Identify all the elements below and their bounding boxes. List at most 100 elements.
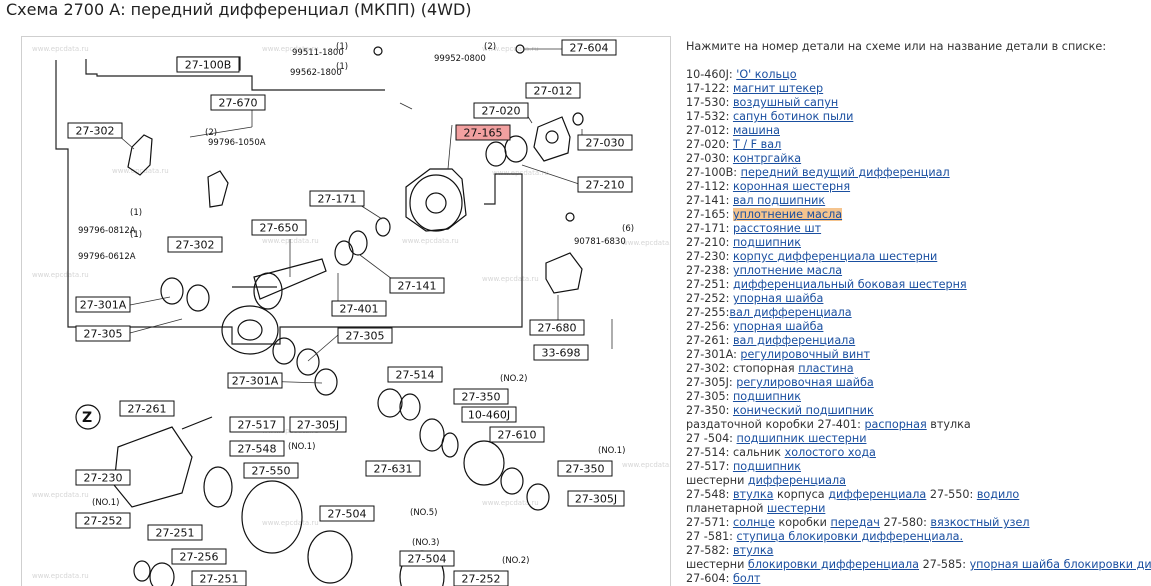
callout-box[interactable] <box>75 325 131 342</box>
callout-box[interactable] <box>453 570 509 586</box>
part-name-link[interactable]: шестерни <box>766 502 826 515</box>
callout-label[interactable]: 27-100B <box>185 59 232 72</box>
callout-27-548[interactable]: 27-548 <box>229 440 285 457</box>
callout-label[interactable]: 27-305 <box>84 328 123 341</box>
callout-10-460j[interactable]: 10-460J <box>461 406 517 423</box>
part-name-link[interactable]: уплотнение масла <box>732 208 843 221</box>
callout-27-550[interactable]: 27-550 <box>243 462 299 479</box>
callout-box[interactable] <box>229 440 285 457</box>
callout-label[interactable]: 27-230 <box>84 472 123 485</box>
part-name-link[interactable]: вал подшипник <box>732 194 826 207</box>
part-name-link[interactable]: солнце <box>732 516 775 529</box>
callout-box[interactable] <box>75 469 131 486</box>
callout-27-301a[interactable]: 27-301A <box>75 296 131 313</box>
callout-label[interactable]: 27-301A <box>232 375 279 388</box>
callout-27-012[interactable]: 27-012 <box>525 82 581 99</box>
callout-box[interactable] <box>489 426 545 443</box>
callout-27-517[interactable]: 27-517 <box>229 416 285 433</box>
callout-27-141[interactable]: 27-141 <box>389 277 445 294</box>
callout-box[interactable] <box>171 548 227 565</box>
callout-box[interactable] <box>243 462 299 479</box>
part-name-link[interactable]: контргайка <box>732 152 802 165</box>
part-name-link[interactable]: сапун ботинок пыли <box>732 110 854 123</box>
callout-27-401[interactable]: 27-401 <box>331 300 387 317</box>
part-name-link[interactable]: холостого хода <box>784 446 876 459</box>
callout-label[interactable]: 27-261 <box>128 403 167 416</box>
part-name-link[interactable]: болт <box>732 572 761 585</box>
callout-label[interactable]: 27-680 <box>538 322 577 335</box>
callout-27-252[interactable]: 27-252 <box>453 570 509 586</box>
callout-label[interactable]: 10-460J <box>468 409 510 422</box>
callout-box[interactable] <box>561 39 617 56</box>
callout-box[interactable] <box>251 219 307 236</box>
callout-box[interactable] <box>533 344 589 361</box>
callout-box[interactable] <box>176 56 240 73</box>
callout-label[interactable]: 27-251 <box>156 527 195 540</box>
callout-label[interactable]: 27-012 <box>534 85 573 98</box>
callout-box[interactable] <box>191 570 247 586</box>
callout-label[interactable]: 27-252 <box>462 573 501 586</box>
callout-label[interactable]: 27-514 <box>396 369 435 382</box>
callout-label[interactable]: 27-302 <box>176 239 215 252</box>
callout-label[interactable]: 27-251 <box>200 573 239 586</box>
part-name-link[interactable]: втулка <box>732 488 774 501</box>
callout-label[interactable]: 27-302 <box>76 125 115 138</box>
part-name-link[interactable]: регулировочная шайба <box>736 376 874 389</box>
callout-label[interactable]: 27-604 <box>570 42 609 55</box>
part-name-link[interactable]: подшипник <box>732 236 802 249</box>
callout-label[interactable]: 27-301A <box>80 299 127 312</box>
callout-box[interactable] <box>365 460 421 477</box>
callout-box[interactable] <box>331 300 387 317</box>
callout-27-020[interactable]: 27-020 <box>473 102 529 119</box>
callout-27-251[interactable]: 27-251 <box>191 570 247 586</box>
callout-box[interactable] <box>461 406 517 423</box>
part-name-link[interactable]: блокировки дифференциала <box>747 558 920 571</box>
callout-27-670[interactable]: 27-670 <box>210 94 266 111</box>
callout-27-256[interactable]: 27-256 <box>171 548 227 565</box>
callout-27-305j[interactable]: 27-305J <box>289 416 347 433</box>
part-name-link[interactable]: вязкостный узел <box>930 516 1030 529</box>
part-name-link[interactable]: ступица блокировки дифференциала. <box>736 530 964 543</box>
part-name-link[interactable]: передач <box>830 516 880 529</box>
part-name-link[interactable]: вал дифференциала <box>729 306 852 319</box>
part-name-link[interactable]: корпус дифференциала шестерни <box>732 250 938 263</box>
part-name-link[interactable]: подшипник <box>732 390 802 403</box>
callout-33-698[interactable]: 33-698 <box>533 344 589 361</box>
callout-box[interactable] <box>210 94 266 111</box>
callout-box[interactable] <box>529 319 585 336</box>
callout-27-230[interactable]: 27-230 <box>75 469 131 486</box>
callout-box[interactable] <box>75 512 131 529</box>
callout-27-350[interactable]: 27-350 <box>557 460 613 477</box>
callout-box[interactable] <box>453 388 509 405</box>
callout-label[interactable]: 27-650 <box>260 222 299 235</box>
callout-27-030[interactable]: 27-030 <box>577 134 633 151</box>
callout-box[interactable] <box>455 124 511 141</box>
part-name-link[interactable]: дифференциала <box>828 488 927 501</box>
part-name-link[interactable]: упорная шайба <box>732 292 824 305</box>
callout-label[interactable]: 27-350 <box>566 463 605 476</box>
part-name-link[interactable]: распорная <box>864 418 927 431</box>
callout-box[interactable] <box>167 236 223 253</box>
callout-label[interactable]: 27-020 <box>482 105 521 118</box>
callout-label[interactable]: 27-305 <box>346 330 385 343</box>
callout-box[interactable] <box>67 122 123 139</box>
callout-box[interactable] <box>337 327 393 344</box>
part-name-link[interactable]: магнит штекер <box>732 82 824 95</box>
callout-label[interactable]: 27-550 <box>252 465 291 478</box>
callout-27-650[interactable]: 27-650 <box>251 219 307 236</box>
part-name-link[interactable]: уплотнение масла <box>732 264 843 277</box>
callout-box[interactable] <box>577 134 633 151</box>
callout-27-305[interactable]: 27-305 <box>75 325 131 342</box>
callout-label[interactable]: 27-517 <box>238 419 277 432</box>
callout-27-514[interactable]: 27-514 <box>387 366 443 383</box>
callout-box[interactable] <box>389 277 445 294</box>
callout-box[interactable] <box>147 524 203 541</box>
part-name-link[interactable]: воздушный сапун <box>732 96 839 109</box>
callout-label[interactable]: 27-401 <box>340 303 379 316</box>
callout-box[interactable] <box>557 460 613 477</box>
callout-box[interactable] <box>227 372 283 389</box>
part-name-link[interactable]: втулка <box>732 544 774 557</box>
callout-label[interactable]: 27-030 <box>586 137 625 150</box>
callout-box[interactable] <box>229 416 285 433</box>
callout-label[interactable]: 27-252 <box>84 515 123 528</box>
